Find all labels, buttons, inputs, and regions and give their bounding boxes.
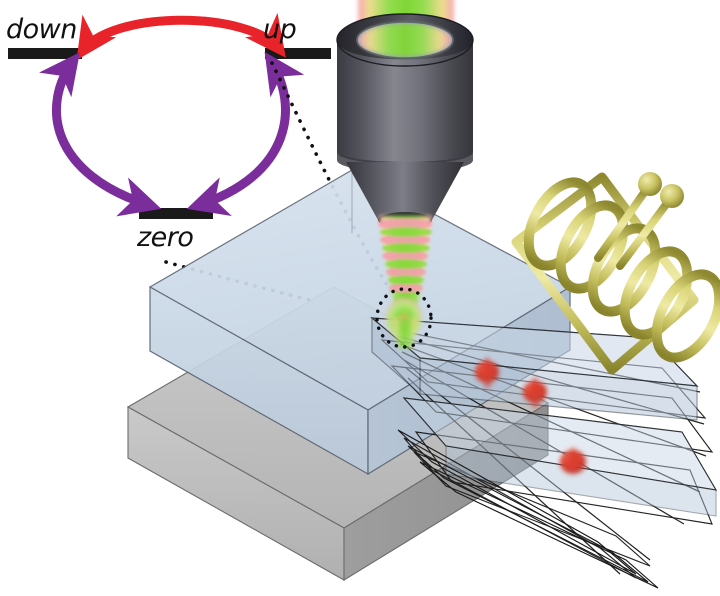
spin-level-diagram <box>8 12 331 219</box>
wireframe-fg-3 <box>419 461 659 589</box>
nv-spin-1 <box>475 356 499 388</box>
laser-beam-cone <box>378 216 432 348</box>
wireframe-slab-5 <box>414 431 713 525</box>
beam-interference-bands <box>378 218 432 293</box>
coil-terminal-ball-1 <box>638 172 662 196</box>
nv-center-spins <box>475 356 586 474</box>
tilted-slab-lower-front <box>445 445 717 517</box>
objective-aperture-beam <box>359 23 451 57</box>
nv-spin-3 <box>560 446 586 474</box>
transition-arc-down-up <box>76 12 286 61</box>
microwave-coil <box>511 172 720 375</box>
microscope-objective <box>336 13 474 228</box>
level-bar-zero <box>139 208 213 219</box>
wireframe-slab-4 <box>402 397 718 491</box>
objective-aperture-ring <box>356 21 454 59</box>
level-label-down: down <box>6 14 77 45</box>
scan-wireframes-foreground <box>397 429 659 589</box>
objective-barrel <box>337 40 473 164</box>
coil-terminals <box>594 186 672 270</box>
nv-spin-2 <box>523 376 547 408</box>
coil-terminal-ball-2 <box>660 184 684 208</box>
focal-spot-marker <box>375 287 433 349</box>
wireframe-fg-1 <box>397 429 637 575</box>
leader-line-up <box>270 61 406 314</box>
objective-barrel-top-edge <box>336 13 474 67</box>
level-bar-down <box>8 48 82 59</box>
level-label-zero: zero <box>137 222 194 253</box>
coil-support-frame <box>511 172 699 375</box>
transition-arc-zero-up <box>186 51 305 217</box>
objective-nose-cone <box>346 162 464 228</box>
level-label-up: up <box>263 14 297 45</box>
tilted-slab-lower-top <box>402 397 718 491</box>
tilted-diamond-slab-lower <box>402 397 718 517</box>
beam-cone-lower <box>392 318 418 348</box>
transition-arc-zero-down <box>39 52 162 217</box>
